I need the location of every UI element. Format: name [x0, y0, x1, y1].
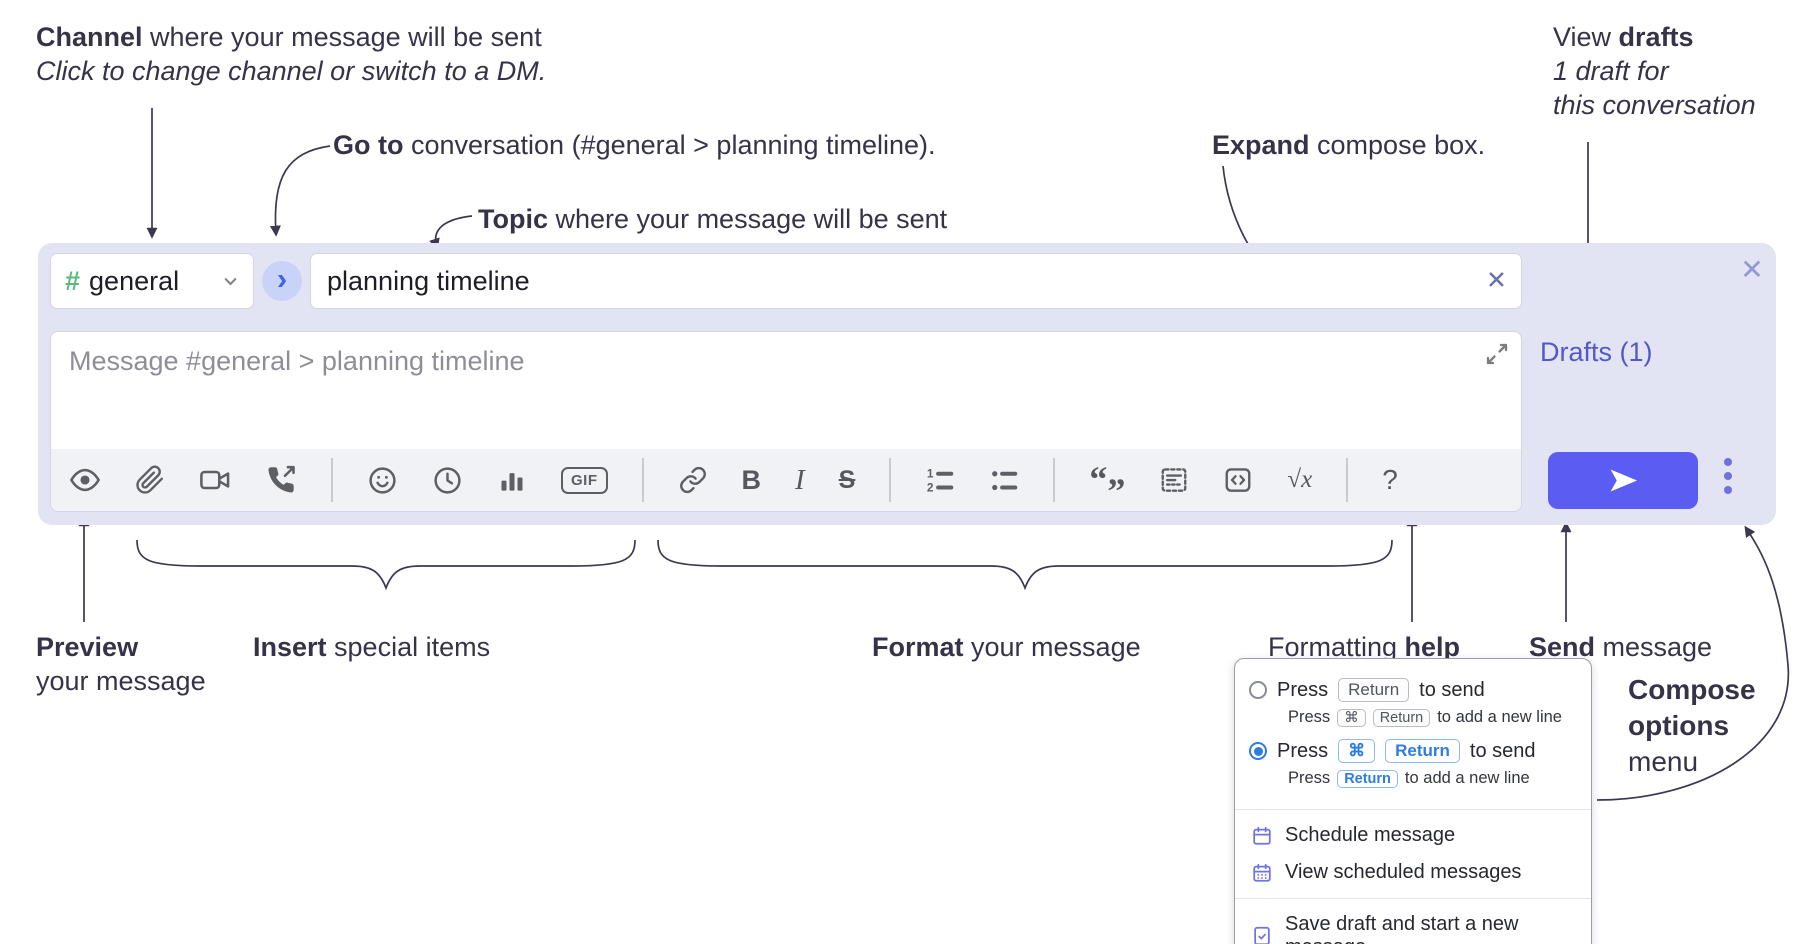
expand-compose-button[interactable] — [1485, 342, 1509, 366]
poll-button[interactable] — [497, 465, 527, 495]
svg-text:1: 1 — [927, 467, 934, 481]
channel-name: general — [89, 265, 180, 296]
radio-return-sub: Press ⌘ Return to add a new line — [1288, 708, 1562, 727]
radio-return-to-send[interactable]: Press Return to send — [1249, 678, 1577, 702]
link-button[interactable] — [678, 465, 708, 495]
video-camera-icon — [200, 470, 230, 490]
annotation-channel-sub: Click to change channel or switch to a D… — [36, 56, 547, 86]
expand-icon — [1486, 343, 1508, 365]
compose-box: # general › ✕ ✕ — [38, 243, 1776, 525]
topic-input[interactable] — [311, 254, 1521, 308]
annotation-channel: Channel where your message will be sent … — [36, 20, 546, 88]
bold-button[interactable]: B — [741, 464, 762, 495]
voice-call-button[interactable] — [265, 464, 297, 496]
key-return: Return — [1338, 678, 1410, 702]
annotation-channel-rest: where your message will be sent — [142, 22, 542, 52]
annotation-view-drafts: View drafts 1 draft for this conversatio… — [1553, 22, 1756, 120]
spoiler-icon — [1161, 468, 1187, 492]
compose-toolbar: GIF B I S 1 2 — [51, 449, 1521, 511]
send-options-radios: Press Return to send Press ⌘ Return to a… — [1235, 669, 1591, 802]
annotation-send: Send message — [1529, 632, 1713, 662]
annotation-channel-bold: Channel — [36, 22, 143, 52]
math-button[interactable]: √x — [1287, 466, 1313, 493]
goto-chevron-icon: › — [276, 261, 288, 296]
menu-item-save-draft[interactable]: Save draft and start a new message — [1235, 906, 1591, 944]
annotation-goto: Go to conversation (#general > planning … — [333, 130, 936, 160]
document-check-icon — [1254, 926, 1270, 944]
goto-conversation-button[interactable]: › — [262, 261, 302, 301]
annotation-expand: Expand compose box. — [1212, 130, 1486, 160]
quote-button[interactable]: “ ” — [1089, 459, 1126, 511]
channel-selector[interactable]: # general — [50, 253, 254, 309]
bulleted-list-button[interactable] — [989, 465, 1019, 495]
formatting-help-button[interactable]: ? — [1382, 464, 1398, 495]
toolbar-divider — [641, 458, 644, 502]
key-return: Return — [1385, 739, 1460, 763]
send-button[interactable] — [1548, 452, 1698, 509]
vertical-dots-icon — [1724, 458, 1732, 466]
gif-button[interactable]: GIF — [561, 466, 608, 494]
toolbar-divider — [331, 458, 333, 502]
message-textarea[interactable] — [67, 344, 1505, 437]
strikethrough-button[interactable]: S — [838, 465, 856, 494]
emoji-button[interactable] — [367, 465, 398, 496]
toolbar-divider — [1346, 458, 1349, 502]
calendar-icon — [1253, 826, 1271, 845]
video-call-button[interactable] — [199, 464, 231, 496]
numbered-list-button[interactable]: 1 2 — [925, 465, 955, 495]
annotation-compose-options: Compose options menu — [1628, 674, 1756, 777]
gif-icon: GIF — [561, 466, 608, 494]
italic-button[interactable]: I — [795, 463, 805, 496]
link-icon — [679, 467, 706, 493]
menu-item-schedule-message[interactable]: Schedule message — [1235, 817, 1591, 854]
message-card: GIF B I S 1 2 — [50, 331, 1522, 512]
topic-input-wrapper: ✕ — [310, 253, 1522, 309]
svg-text:2: 2 — [927, 480, 934, 494]
key-cmd: ⌘ — [1338, 739, 1376, 763]
time-button[interactable] — [432, 465, 463, 496]
annotation-preview: Preview your message — [36, 632, 206, 696]
drafts-link[interactable]: Drafts (1) — [1540, 337, 1653, 367]
spoiler-button[interactable] — [1159, 465, 1189, 495]
hash-icon: # — [65, 265, 81, 296]
close-icon: ✕ — [1740, 253, 1764, 285]
send-icon — [1610, 469, 1637, 492]
chevron-down-icon — [222, 273, 239, 290]
key-return: Return — [1337, 769, 1398, 788]
bulleted-list-icon — [992, 471, 1018, 491]
attach-file-button[interactable] — [135, 465, 165, 495]
toolbar-divider — [889, 458, 892, 502]
quote-icon: “ ” — [1089, 459, 1126, 511]
annotation-formatting-help: Formatting help — [1268, 632, 1461, 662]
compose-close-button[interactable]: ✕ — [1728, 245, 1776, 293]
menu-divider — [1235, 809, 1591, 810]
annotation-insert: Insert special items — [253, 632, 491, 662]
code-icon — [1225, 468, 1251, 492]
smiley-icon — [369, 466, 396, 494]
annotation-format: Format your message — [872, 632, 1141, 662]
eye-icon — [70, 468, 100, 492]
bar-chart-icon — [501, 473, 523, 491]
menu-divider — [1235, 898, 1591, 899]
toolbar-divider — [1053, 458, 1056, 502]
radio-cmd-return-to-send[interactable]: Press ⌘ Return to send — [1249, 739, 1577, 763]
calendar-grid-icon — [1253, 863, 1271, 882]
radio-selected-icon[interactable] — [1249, 742, 1267, 760]
preview-button[interactable] — [69, 464, 101, 496]
topic-clear-button[interactable]: ✕ — [1486, 266, 1507, 295]
menu-item-view-scheduled[interactable]: View scheduled messages — [1235, 854, 1591, 891]
send-options-menu: Press Return to send Press ⌘ Return to a… — [1234, 658, 1592, 944]
code-button[interactable] — [1223, 465, 1253, 495]
key-return: Return — [1372, 708, 1431, 727]
radio-cmd-return-sub: Press Return to add a new line — [1288, 769, 1530, 788]
radio-unselected-icon[interactable] — [1249, 681, 1267, 699]
annotation-topic: Topic where your message will be sent — [478, 204, 948, 234]
paperclip-icon — [136, 465, 163, 494]
numbered-list-icon: 1 2 — [927, 467, 954, 494]
clock-icon — [434, 466, 461, 494]
phone-outgoing-icon — [268, 465, 295, 493]
message-area — [51, 332, 1521, 449]
key-cmd: ⌘ — [1337, 708, 1366, 727]
compose-options-button[interactable] — [1720, 454, 1736, 498]
